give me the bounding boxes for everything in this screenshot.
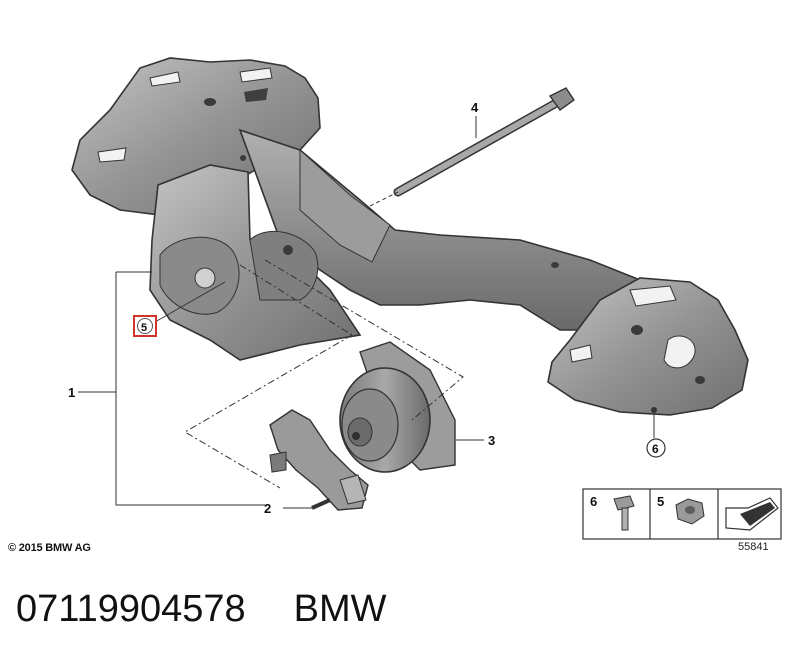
axle-carrier (71, 57, 749, 416)
copyright-text: © 2015 BMW AG (8, 542, 91, 554)
arrow-icon (725, 497, 779, 531)
leader-lines (78, 116, 655, 509)
long-bolt (369, 87, 575, 207)
part-number: 07119904578 (16, 588, 246, 630)
callout-5: 5 (141, 322, 147, 334)
legend-label-6: 6 (590, 494, 597, 509)
callout-6-marker: 6 (646, 407, 666, 458)
diagram-number: 55841 (738, 541, 769, 553)
screw-icon (613, 495, 635, 531)
callout-1: 1 (68, 385, 75, 400)
nut-icon (675, 498, 705, 525)
hardware-legend: 6 5 (582, 488, 782, 540)
callout-4: 4 (471, 100, 479, 115)
callout-5-highlight[interactable]: 5 (133, 315, 157, 337)
brand-name: BMW (293, 588, 387, 630)
callout-3: 3 (488, 433, 495, 448)
rubber-bushing (339, 341, 456, 473)
stop-pieces (269, 409, 369, 511)
footer-caption: 07119904578 BMW (16, 588, 387, 631)
legend-label-5: 5 (657, 494, 664, 509)
callout-2: 2 (264, 501, 271, 516)
callout-6: 6 (652, 442, 659, 456)
assembly-outline (184, 259, 464, 489)
